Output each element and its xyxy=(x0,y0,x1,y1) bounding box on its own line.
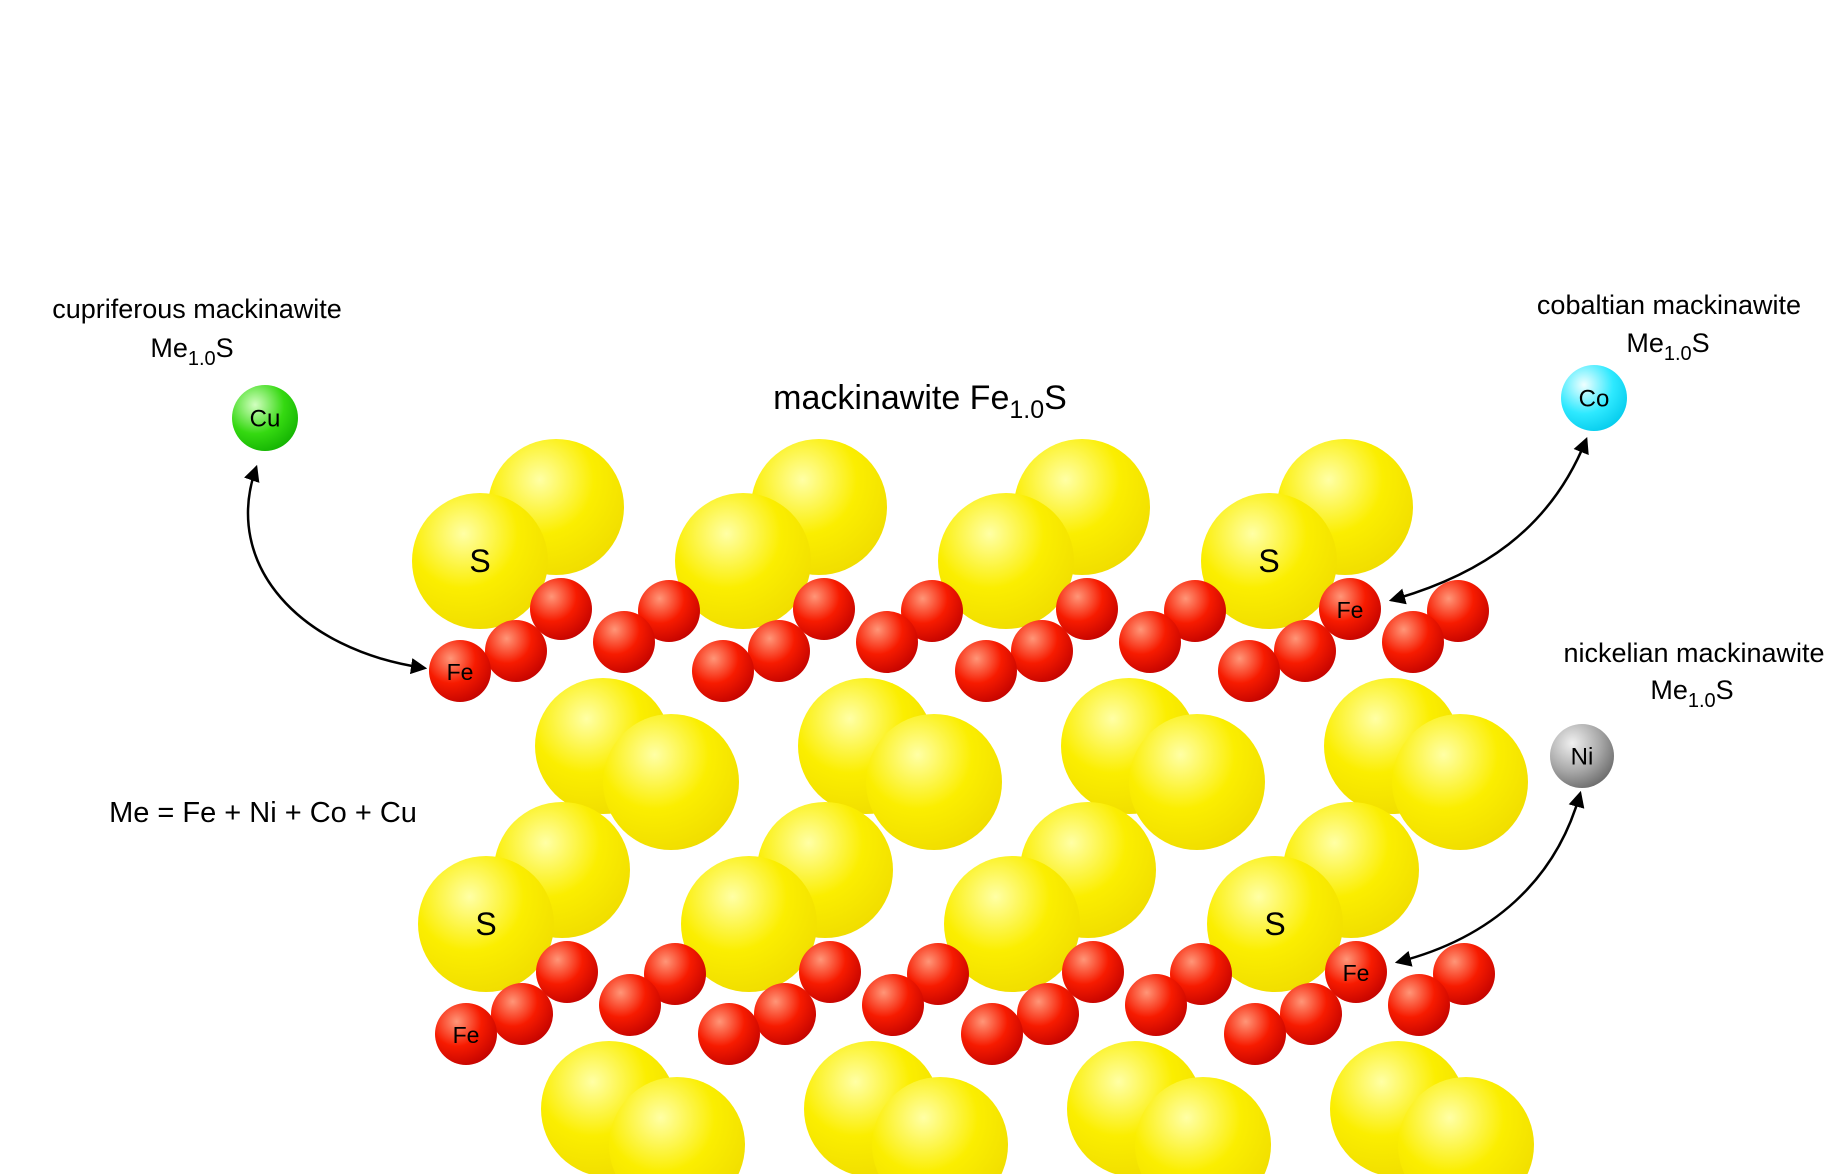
sulfur-atom-label: S xyxy=(1258,543,1279,579)
cobaltian-formula-pre: Me xyxy=(1626,328,1664,358)
sulfur-atom xyxy=(675,493,811,629)
sulfur-atom xyxy=(944,856,1080,992)
sulfur-atom-label: S xyxy=(1264,906,1285,942)
nickel-substitution-arrow xyxy=(1394,790,1585,967)
iron-atom-label: Fe xyxy=(453,1022,480,1048)
cupriferous-caption: cupriferous mackinawite xyxy=(52,294,342,324)
cobaltian-formula-subscript: 1.0 xyxy=(1664,343,1692,365)
iron-atom xyxy=(799,941,861,1003)
sulfur-atom xyxy=(609,1077,745,1174)
cupriferous-formula-post: S xyxy=(216,333,234,363)
iron-atom xyxy=(429,640,491,702)
nickelian-formula-post: S xyxy=(1716,675,1734,705)
crystal-lattice xyxy=(412,439,1534,1174)
sulfur-atom xyxy=(681,856,817,992)
cobalt-atom xyxy=(1561,365,1627,431)
sulfur-atom xyxy=(1392,714,1528,850)
iron-atom xyxy=(1224,1003,1286,1065)
sulfur-atom xyxy=(866,714,1002,850)
iron-atom xyxy=(536,941,598,1003)
iron-atom xyxy=(1119,611,1181,673)
sulfur-atom xyxy=(412,493,548,629)
iron-atom-label: Fe xyxy=(1343,960,1370,986)
iron-atom xyxy=(1164,580,1226,642)
sulfur-atom xyxy=(872,1077,1008,1174)
iron-atom xyxy=(1062,941,1124,1003)
iron-atom xyxy=(435,1003,497,1065)
figure-title: mackinawite Fe1.0S xyxy=(773,379,1067,424)
iron-atom xyxy=(1125,974,1187,1036)
sulfur-atom xyxy=(1135,1077,1271,1174)
iron-atom xyxy=(593,611,655,673)
cobaltian-caption: cobaltian mackinawite xyxy=(1537,290,1801,320)
copper-substitution-arrow xyxy=(244,464,428,675)
iron-atom xyxy=(530,578,592,640)
iron-atom xyxy=(754,983,816,1045)
iron-atom xyxy=(1274,620,1336,682)
iron-atom xyxy=(644,943,706,1005)
iron-atom xyxy=(485,620,547,682)
iron-atom xyxy=(961,1003,1023,1065)
iron-atom xyxy=(1280,983,1342,1045)
iron-atom-label: Fe xyxy=(447,659,474,685)
cupriferous-formula: Me1.0S xyxy=(150,333,233,370)
sulfur-atom xyxy=(418,856,554,992)
iron-atom xyxy=(1017,983,1079,1045)
sulfur-atom xyxy=(938,493,1074,629)
nickel-atom xyxy=(1550,724,1614,788)
iron-atom xyxy=(1388,974,1450,1036)
iron-atom xyxy=(692,640,754,702)
copper-atom xyxy=(232,385,298,451)
iron-atom xyxy=(698,1003,760,1065)
iron-atom xyxy=(1319,578,1381,640)
metal-spheres: Cu Co Ni xyxy=(232,365,1627,788)
iron-atom xyxy=(599,974,661,1036)
iron-atom xyxy=(856,611,918,673)
iron-atom-label: Fe xyxy=(1337,597,1364,623)
iron-atom xyxy=(1218,640,1280,702)
cobalt-substitution-arrow xyxy=(1388,436,1589,605)
iron-atom xyxy=(1011,620,1073,682)
sulfur-atom xyxy=(603,714,739,850)
nickelian-formula: Me1.0S xyxy=(1650,675,1733,712)
iron-atom xyxy=(1325,941,1387,1003)
lattice-atom-labels: S S S S Fe Fe Fe Fe xyxy=(447,543,1370,1048)
iron-atom xyxy=(1056,578,1118,640)
cobalt-atom-label: Co xyxy=(1579,386,1610,413)
sulfur-atom-label: S xyxy=(469,543,490,579)
figure-title-subscript: 1.0 xyxy=(1009,396,1044,424)
substitution-arrows xyxy=(244,436,1589,967)
captions: mackinawite Fe1.0S cupriferous mackinawi… xyxy=(52,290,1824,829)
iron-atom xyxy=(862,974,924,1036)
iron-atom xyxy=(491,983,553,1045)
iron-atom xyxy=(638,580,700,642)
iron-atom xyxy=(793,578,855,640)
figure-title-post: S xyxy=(1044,379,1067,417)
sulfur-atom xyxy=(1398,1077,1534,1174)
nickelian-formula-subscript: 1.0 xyxy=(1688,690,1716,712)
sulfur-atom xyxy=(1129,714,1265,850)
iron-atom xyxy=(1382,611,1444,673)
sulfur-atom-label: S xyxy=(475,906,496,942)
cupriferous-formula-subscript: 1.0 xyxy=(188,348,216,370)
cupriferous-formula-pre: Me xyxy=(150,333,188,363)
nickel-atom-label: Ni xyxy=(1571,744,1594,771)
copper-atom-label: Cu xyxy=(250,406,281,433)
iron-atom xyxy=(955,640,1017,702)
iron-atom xyxy=(748,620,810,682)
nickelian-caption: nickelian mackinawite xyxy=(1563,638,1824,668)
figure-title-pre: mackinawite Fe xyxy=(773,379,1009,417)
cobaltian-formula-post: S xyxy=(1692,328,1710,358)
sulfur-atom xyxy=(1201,493,1337,629)
cobaltian-formula: Me1.0S xyxy=(1626,328,1709,365)
iron-atom xyxy=(1170,943,1232,1005)
sulfur-atom xyxy=(1207,856,1343,992)
iron-atom xyxy=(907,943,969,1005)
iron-atom xyxy=(901,580,963,642)
nickelian-formula-pre: Me xyxy=(1650,675,1688,705)
me-definition: Me = Fe + Ni + Co + Cu xyxy=(109,797,417,829)
